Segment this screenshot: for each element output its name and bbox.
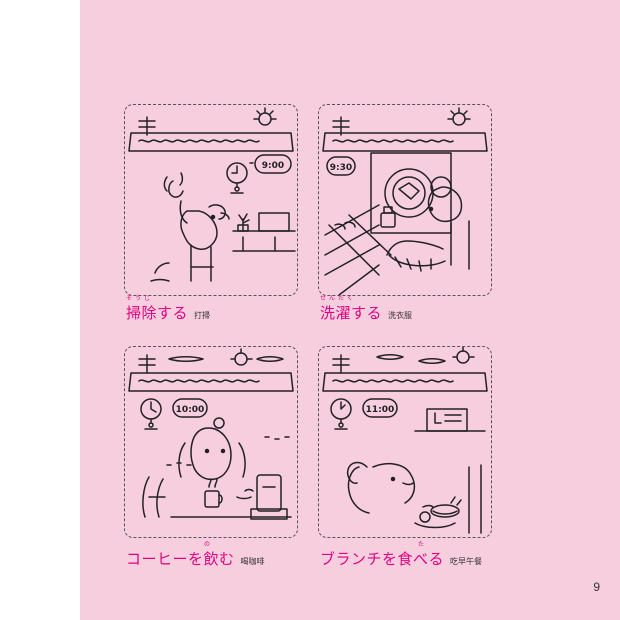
furigana: そうじ — [126, 295, 154, 302]
clock-bubble-text: 10:00 — [176, 405, 205, 415]
word-text: 掃除する — [126, 304, 189, 322]
chinese-translation: 喝咖啡 — [240, 557, 265, 566]
furigana: せんたく — [320, 295, 357, 302]
furigana: た — [418, 541, 428, 548]
japanese-word: そうじ 掃除する — [126, 295, 189, 323]
book-page: 9:00 そうじ 掃除する 打掃 — [80, 0, 620, 620]
japanese-word: の コーヒーを飲む — [126, 541, 235, 569]
chinese-translation: 打掃 — [194, 311, 211, 320]
panel-coffee: 10:00 — [124, 346, 298, 538]
clock-bubble-text: 9:30 — [330, 163, 352, 173]
page-number: 9 — [593, 580, 600, 594]
word-text: ブランチを食べる — [320, 550, 445, 568]
japanese-word: せんたく 洗濯する — [320, 295, 383, 323]
coffee-illustration: 10:00 — [128, 348, 294, 520]
chinese-translation: 洗衣服 — [388, 311, 413, 320]
caption-coffee: の コーヒーを飲む 喝咖啡 — [126, 541, 265, 569]
furigana: の — [204, 541, 214, 548]
cleaning-illustration: 9:00 — [128, 107, 296, 282]
word-text: 洗濯する — [320, 304, 383, 322]
word-text: コーヒーを飲む — [126, 550, 235, 568]
caption-cleaning: そうじ 掃除する 打掃 — [126, 295, 211, 323]
panel-cleaning: 9:00 — [124, 104, 298, 296]
japanese-word: た ブランチを食べる — [320, 541, 445, 569]
panel-brunch: 11:00 — [318, 346, 492, 538]
chinese-translation: 吃早午餐 — [450, 557, 483, 566]
caption-laundry: せんたく 洗濯する 洗衣服 — [320, 295, 413, 323]
clock-bubble-text: 9:00 — [262, 161, 284, 171]
caption-brunch: た ブランチを食べる 吃早午餐 — [320, 541, 483, 569]
laundry-illustration: 9:30 — [322, 107, 488, 295]
panel-laundry: 9:30 — [318, 104, 492, 296]
clock-bubble-text: 11:00 — [366, 405, 395, 415]
brunch-illustration: 11:00 — [322, 347, 488, 534]
